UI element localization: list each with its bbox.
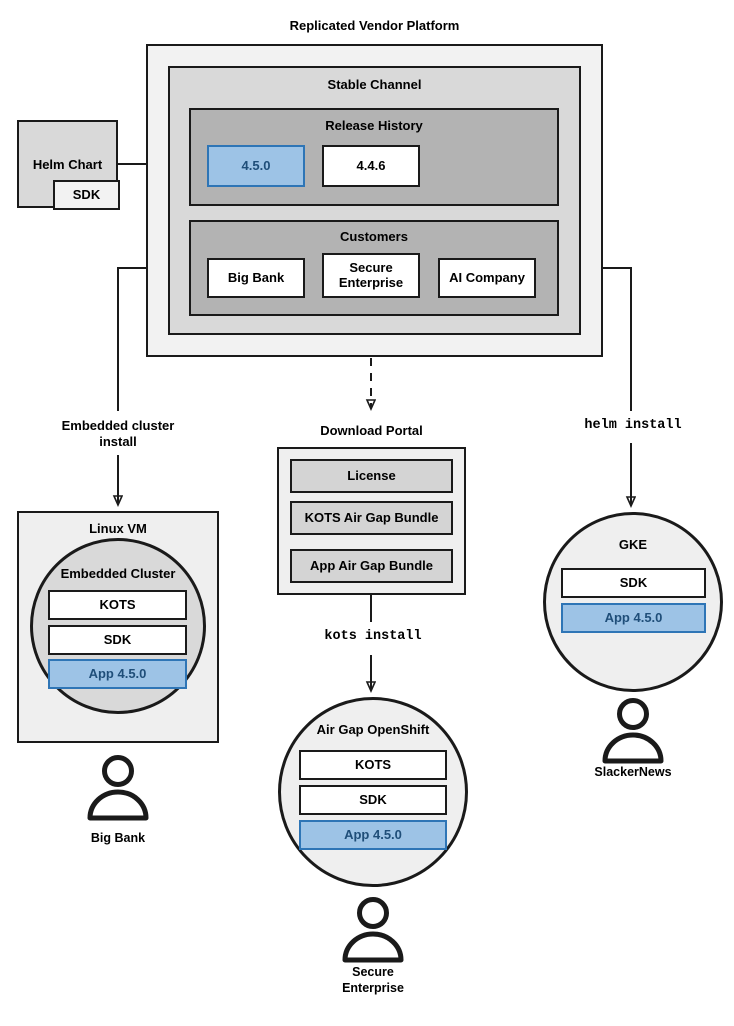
download-item-license[interactable]: License [290, 459, 453, 493]
platform-title: Replicated Vendor Platform [289, 18, 460, 33]
download-portal-title: Download Portal [320, 423, 423, 438]
linux-vm-title: Linux VM [89, 521, 147, 536]
actor-label-secure-enterprise: Secure Enterprise [342, 965, 404, 995]
release-history-title: Release History [325, 118, 423, 133]
stable-channel-title: Stable Channel [327, 77, 422, 92]
openshift-component-kots[interactable]: KOTS [299, 750, 447, 780]
customer-box-secure-enterprise[interactable]: Secure Enterprise [322, 253, 420, 298]
release-box-previous[interactable]: 4.4.6 [322, 145, 420, 187]
openshift-component-sdk[interactable]: SDK [299, 785, 447, 815]
download-item-kots-air-gap-bundle[interactable]: KOTS Air Gap Bundle [290, 501, 453, 535]
customer-box-ai-company[interactable]: AI Company [438, 258, 536, 298]
edge-label-kots-install: kots install [324, 629, 422, 644]
linuxvm-component-app[interactable]: App 4.5.0 [48, 659, 187, 689]
download-item-app-air-gap-bundle[interactable]: App Air Gap Bundle [290, 549, 453, 583]
customer-box-big-bank[interactable]: Big Bank [207, 258, 305, 298]
customers-title: Customers [340, 229, 408, 244]
person-icon-big-bank [87, 755, 149, 821]
linuxvm-component-kots[interactable]: KOTS [48, 590, 187, 620]
openshift-component-app[interactable]: App 4.5.0 [299, 820, 447, 850]
actor-label-big-bank: Big Bank [90, 831, 146, 845]
linuxvm-component-sdk[interactable]: SDK [48, 625, 187, 655]
gke-component-sdk[interactable]: SDK [561, 568, 706, 598]
helm-chart-label: Helm Chart [32, 156, 103, 172]
edge-label-embedded-cluster-install: Embedded cluster install [61, 418, 175, 449]
gke-title: GKE [618, 537, 648, 552]
gke-component-app[interactable]: App 4.5.0 [561, 603, 706, 633]
gke-circle [543, 512, 723, 692]
release-box-current[interactable]: 4.5.0 [207, 145, 305, 187]
edge-label-helm-install: helm install [584, 418, 682, 433]
person-icon-slackernews [602, 698, 664, 764]
helm-chart-sdk-box[interactable]: SDK [53, 180, 120, 210]
air-gap-openshift-title: Air Gap OpenShift [316, 722, 430, 737]
actor-label-slackernews: SlackerNews [594, 765, 672, 779]
embedded-cluster-title: Embedded Cluster [60, 566, 176, 581]
person-icon-secure-enterprise [342, 897, 404, 963]
